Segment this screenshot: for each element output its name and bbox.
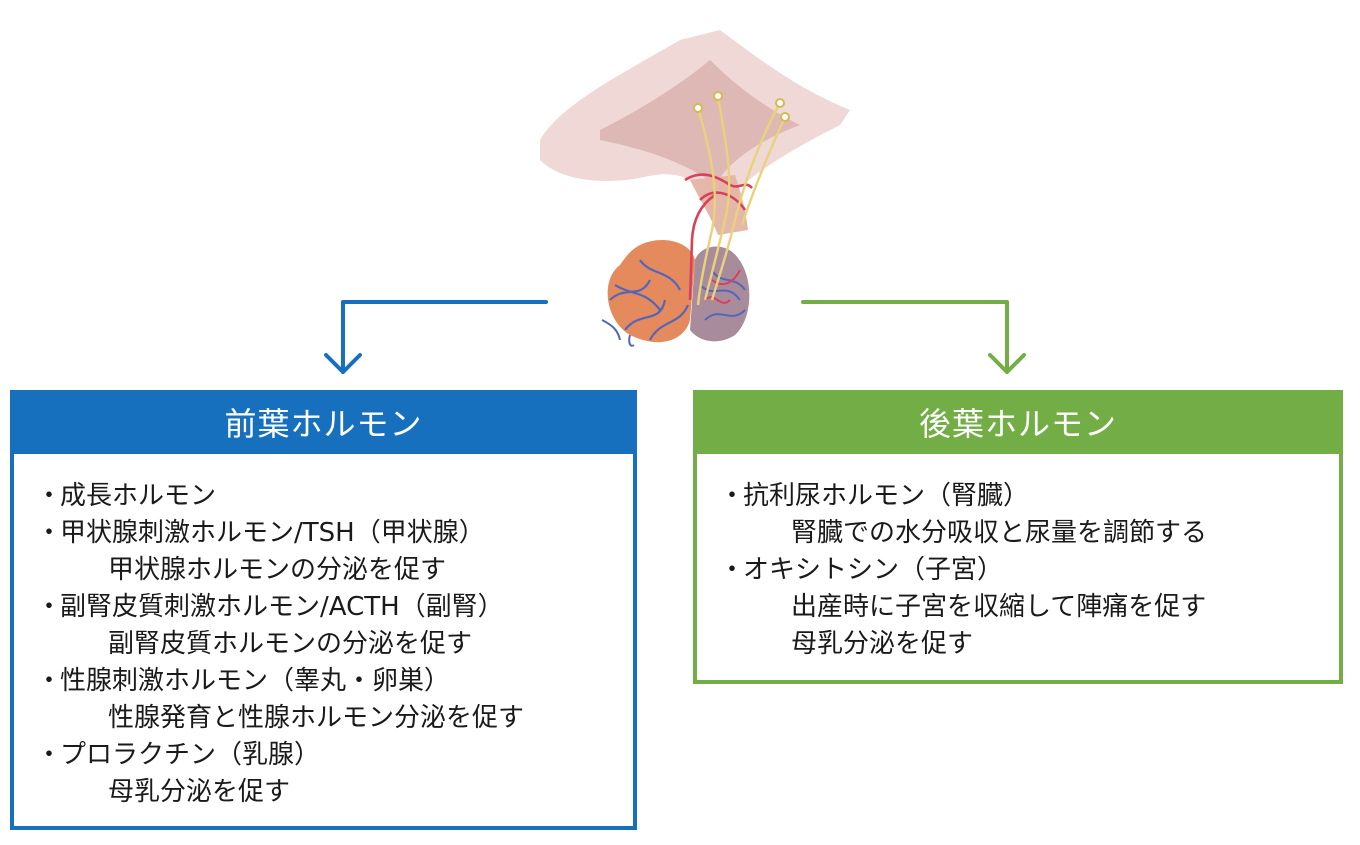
hormone-effect: 母乳分泌を促す xyxy=(108,777,291,807)
hormone-name: プロラクチン（乳腺） xyxy=(60,740,321,770)
nerve-cell-bodies xyxy=(693,91,790,122)
hormone-effect: 出産時に子宮を収縮して陣痛を促す xyxy=(791,592,1207,622)
hormone-item: ・プロラクチン（乳腺） xyxy=(36,737,524,774)
hormone-item: ・甲状腺刺激ホルモン/TSH（甲状腺） xyxy=(36,515,524,552)
posterior-arrow xyxy=(801,300,1026,374)
posterior-lobe xyxy=(690,246,750,342)
hormone-item: ・成長ホルモン xyxy=(36,478,524,515)
posterior-lobe-hormones-panel: 後葉ホルモン ・抗利尿ホルモン（腎臓）腎臓での水分吸収と尿量を調節する・オキシト… xyxy=(693,390,1343,684)
hormone-effect: 甲状腺ホルモンの分泌を促す xyxy=(108,555,447,585)
bullet-icon: ・ xyxy=(36,518,63,548)
bullet-icon: ・ xyxy=(719,481,746,511)
hormone-effect: 副腎皮質ホルモンの分泌を促す xyxy=(108,629,473,659)
hormone-name: 性腺刺激ホルモン（睾丸・卵巣） xyxy=(60,666,451,696)
hormone-name: 抗利尿ホルモン（腎臓） xyxy=(743,481,1030,511)
hormone-name: 副腎皮質刺激ホルモン/ACTH（副腎） xyxy=(60,592,504,622)
hormone-name: 甲状腺刺激ホルモン/TSH（甲状腺） xyxy=(60,518,485,548)
bullet-icon: ・ xyxy=(36,666,63,696)
posterior-panel-title: 後葉ホルモン xyxy=(697,394,1339,454)
bullet-icon: ・ xyxy=(36,740,63,770)
anterior-panel-title: 前葉ホルモン xyxy=(14,394,633,454)
hormone-item: ・オキシトシン（子宮） xyxy=(719,552,1207,589)
anterior-hormone-list: ・成長ホルモン・甲状腺刺激ホルモン/TSH（甲状腺）甲状腺ホルモンの分泌を促す・… xyxy=(36,478,524,811)
hormone-effect: 母乳分泌を促す xyxy=(791,629,974,659)
hormone-item: ・性腺刺激ホルモン（睾丸・卵巣） xyxy=(36,663,524,700)
hormone-name: オキシトシン（子宮） xyxy=(743,555,1004,585)
nerve-fibres xyxy=(696,95,787,306)
hormone-effect: 腎臓での水分吸収と尿量を調節する xyxy=(791,518,1208,548)
anterior-lobe-hormones-panel: 前葉ホルモン ・成長ホルモン・甲状腺刺激ホルモン/TSH（甲状腺）甲状腺ホルモン… xyxy=(10,390,637,830)
bullet-icon: ・ xyxy=(719,555,746,585)
hypothalamus-stalk xyxy=(540,30,850,235)
posterior-hormone-list: ・抗利尿ホルモン（腎臓）腎臓での水分吸収と尿量を調節する・オキシトシン（子宮）出… xyxy=(719,478,1207,663)
anterior-arrow xyxy=(324,300,548,374)
hormone-effect: 性腺発育と性腺ホルモン分泌を促す xyxy=(108,703,525,733)
bullet-icon: ・ xyxy=(36,592,63,622)
hormone-name: 成長ホルモン xyxy=(60,481,217,511)
bullet-icon: ・ xyxy=(36,481,63,511)
anterior-lobe xyxy=(601,240,695,347)
hormone-item: ・抗利尿ホルモン（腎臓） xyxy=(719,478,1207,515)
hormone-item: ・副腎皮質刺激ホルモン/ACTH（副腎） xyxy=(36,589,524,626)
